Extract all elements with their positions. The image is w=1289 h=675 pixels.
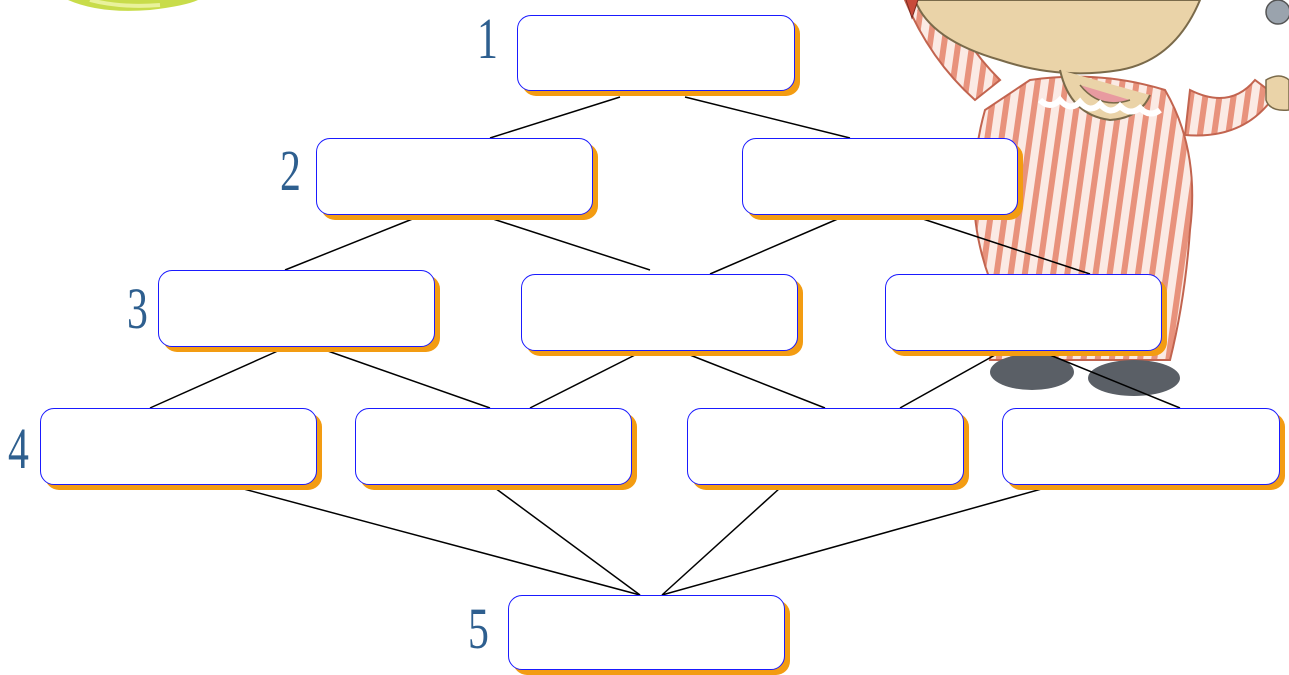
level-4-box-1 [40, 408, 317, 485]
level-5-box [508, 595, 785, 670]
connector-line [689, 354, 826, 409]
level-4-box-2 [355, 408, 632, 485]
level-4-box-4 [1002, 408, 1280, 485]
level-4-box-3 [687, 408, 964, 485]
connector-line [684, 96, 851, 139]
connector-line [1049, 354, 1181, 409]
connector-line [661, 487, 781, 596]
connector-line [324, 349, 491, 409]
connector-line [239, 487, 641, 596]
connector-line [494, 487, 641, 596]
connector-line [919, 217, 1091, 275]
connector-line [284, 217, 416, 271]
level-number-2: 2 [280, 138, 301, 203]
connector-line [661, 487, 1046, 596]
connector-line [899, 354, 996, 409]
connector-line [489, 217, 651, 271]
level-3-box-middle [521, 274, 798, 351]
level-1-box [517, 15, 795, 91]
level-number-3: 3 [127, 276, 148, 341]
level-3-box-left [158, 270, 435, 347]
connector-line [529, 354, 636, 409]
level-2-box-right [742, 138, 1018, 215]
level-number-4: 4 [8, 416, 29, 481]
level-2-box-left [316, 138, 593, 215]
level-number-1: 1 [477, 6, 498, 71]
connector-line [489, 96, 621, 139]
level-3-box-right [885, 274, 1162, 351]
connector-line [709, 217, 841, 275]
connector-line [149, 349, 281, 409]
level-number-5: 5 [468, 596, 489, 661]
